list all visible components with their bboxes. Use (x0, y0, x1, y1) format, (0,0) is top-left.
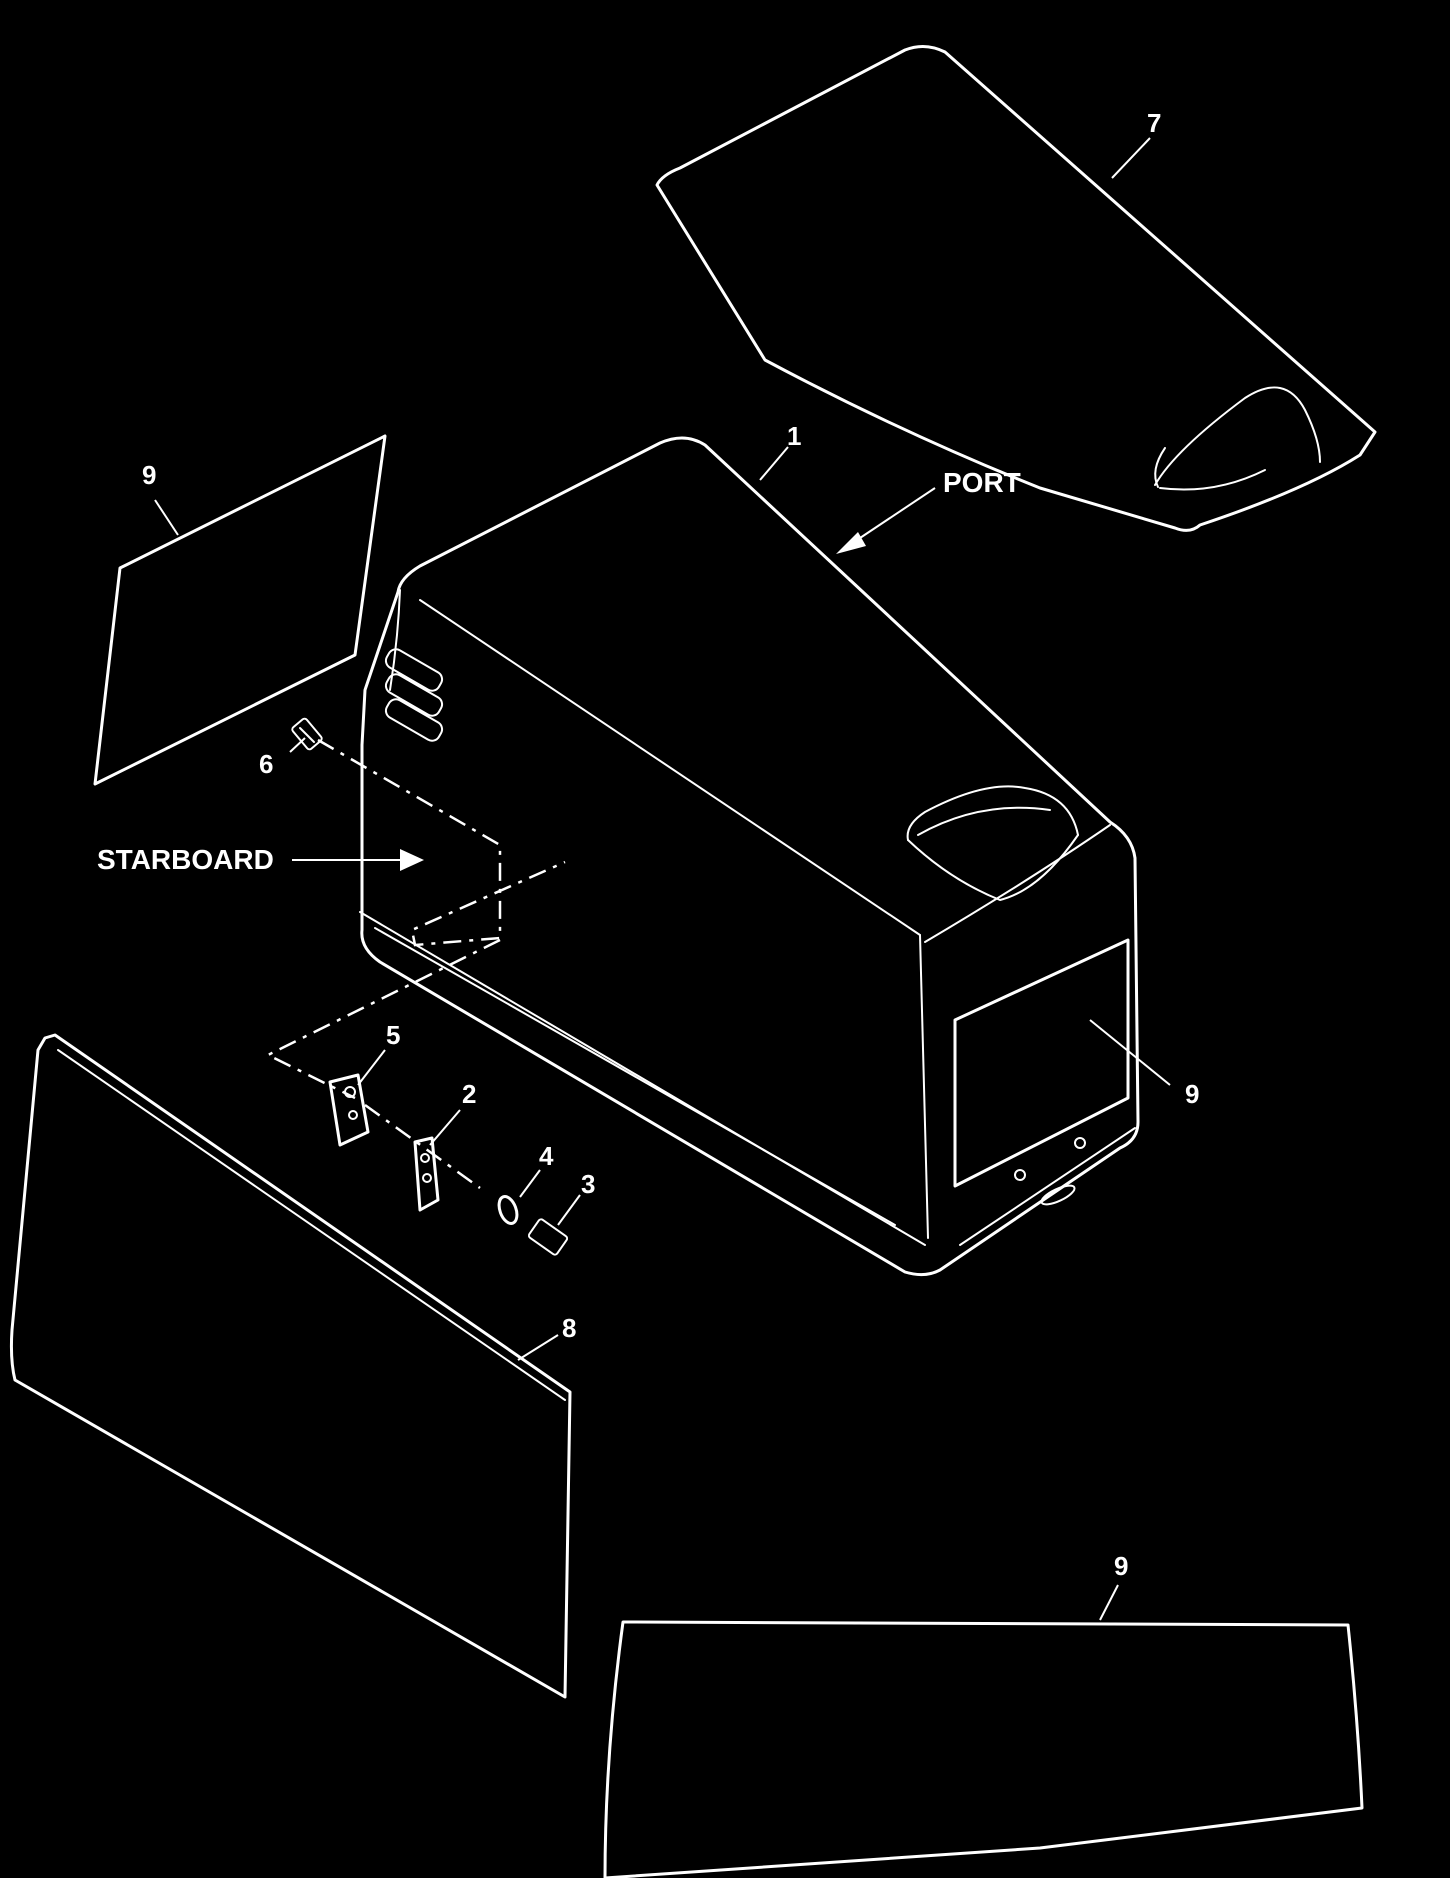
callout-7: 7 (1147, 108, 1161, 138)
cowl-part-1 (359, 436, 1140, 1277)
callout-5: 5 (386, 1020, 400, 1050)
bolt-part-3 (527, 1218, 569, 1256)
washer-part-4 (497, 1195, 519, 1225)
starboard-label: STARBOARD (97, 844, 274, 875)
bottom-decal-part-9 (603, 1620, 1364, 1878)
bracket-part-2 (413, 1136, 440, 1212)
left-decal-part-9 (93, 434, 387, 786)
callout-9-left: 9 (142, 460, 156, 490)
callout-6: 6 (259, 749, 273, 779)
top-cover-part-7 (655, 45, 1377, 532)
alignment-lines (265, 738, 566, 1190)
front-panel-part-8 (9, 1033, 572, 1699)
callout-1: 1 (787, 421, 801, 451)
callout-4: 4 (539, 1141, 554, 1171)
callout-8: 8 (562, 1313, 576, 1343)
screw-part-6 (291, 717, 323, 751)
callout-9-bottom: 9 (1114, 1551, 1128, 1581)
callout-9-side: 9 (1185, 1079, 1199, 1109)
callout-2: 2 (462, 1079, 476, 1109)
port-arrow (836, 487, 936, 554)
leader-lines (154, 137, 1171, 1621)
callout-3: 3 (581, 1169, 595, 1199)
bracket-part-5 (328, 1073, 370, 1147)
starboard-arrow (292, 849, 424, 871)
port-label: PORT (943, 467, 1021, 498)
